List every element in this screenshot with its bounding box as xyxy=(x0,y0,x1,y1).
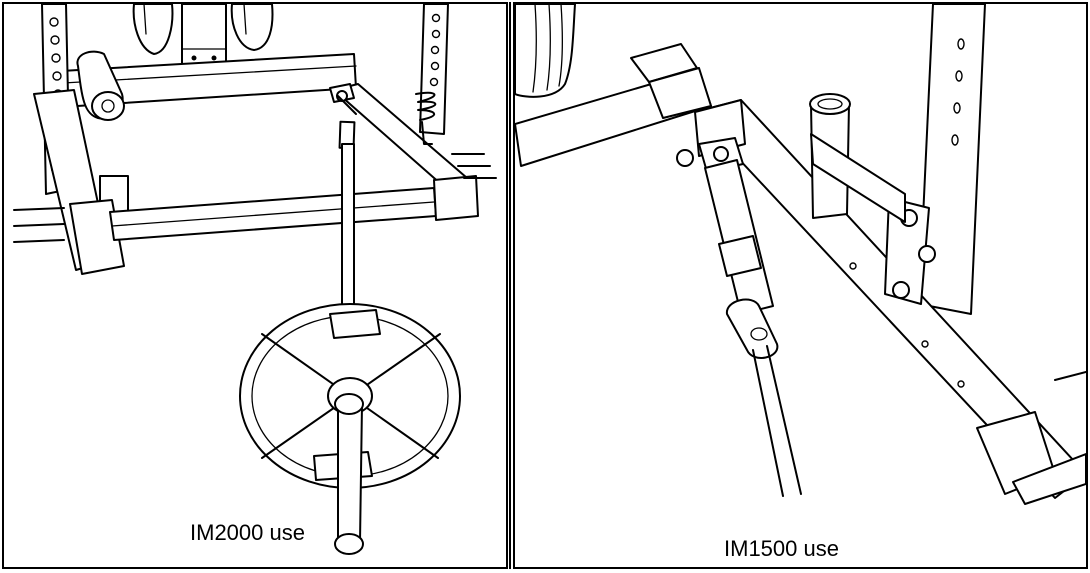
stored-plates xyxy=(515,4,576,98)
right-upright xyxy=(415,4,449,145)
left-base-frame xyxy=(13,89,129,275)
im2000-landmine-illustration xyxy=(13,4,497,555)
im1500-landmine-illustration xyxy=(515,4,1086,505)
panel-divider xyxy=(509,2,511,569)
rear-bar xyxy=(515,43,712,167)
right-side-rail xyxy=(333,83,497,221)
upright xyxy=(918,4,986,315)
panel-im2000: IM2000 use xyxy=(2,2,508,569)
barbell xyxy=(726,298,802,497)
caption-im1500: IM1500 use xyxy=(724,536,839,561)
panel-im1500: IM1500 use xyxy=(513,2,1088,569)
caption-im2000: IM2000 use xyxy=(190,520,305,545)
front-crossbar xyxy=(109,187,437,241)
storage-post xyxy=(809,93,906,223)
roller-pad xyxy=(76,50,125,121)
landmine-sleeve xyxy=(704,159,774,315)
stored-plates xyxy=(132,4,274,55)
bar-sleeve xyxy=(334,393,364,555)
foot-bracket xyxy=(976,371,1086,505)
